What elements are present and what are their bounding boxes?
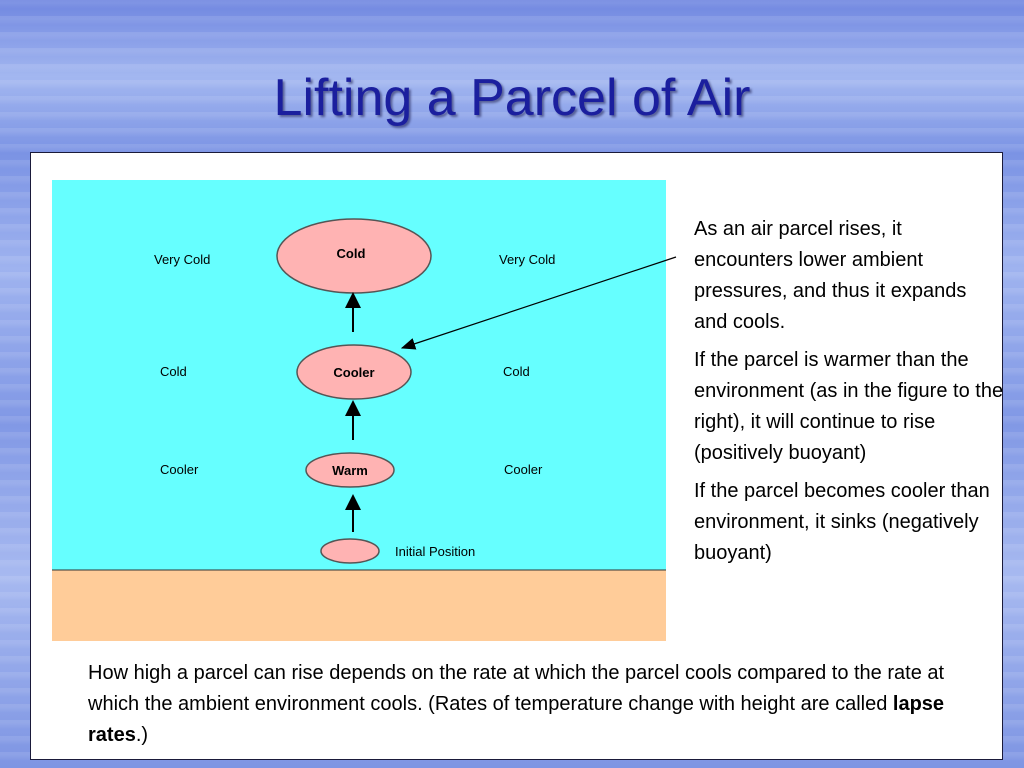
initial-position-label: Initial Position: [395, 544, 475, 559]
side-paragraph-3: If the parcel becomes cooler than enviro…: [694, 480, 990, 564]
parcel-warm: [305, 452, 395, 488]
ground: [52, 570, 666, 641]
parcel-label-cold: Cold: [337, 246, 366, 261]
parcel-diagram-svg: Cold Cooler Warm Very Cold Very Cold Col…: [52, 180, 666, 641]
bottom-text-lead: How high a parcel can rise depends on th…: [88, 662, 945, 715]
slide-title: Lifting a Parcel of Air: [273, 69, 751, 127]
env-label-left-top: Very Cold: [154, 252, 210, 267]
bottom-text: How high a parcel can rise depends on th…: [88, 658, 968, 751]
side-paragraph-1: As an air parcel rises, it encounters lo…: [694, 218, 967, 333]
parcel-initial: [320, 538, 380, 564]
parcel-label-warm: Warm: [332, 463, 368, 478]
env-label-right-top: Very Cold: [499, 252, 555, 267]
bottom-text-tail: .): [135, 724, 149, 746]
lapse-rates-term: lapse rates: [88, 693, 945, 746]
env-label-right-mid: Cold: [503, 364, 530, 379]
env-label-left-mid: Cold: [160, 364, 187, 379]
side-paragraph-2: If the parcel is warmer than the environ…: [694, 349, 1004, 464]
side-text: As an air parcel rises, it encounters lo…: [694, 214, 1004, 576]
parcel-diagram: Cold Cooler Warm Very Cold Very Cold Col…: [52, 180, 666, 641]
parcel-label-cooler: Cooler: [333, 365, 374, 380]
parcel-cooler: [296, 344, 412, 400]
env-label-right-low: Cooler: [504, 462, 543, 477]
env-label-left-low: Cooler: [160, 462, 199, 477]
